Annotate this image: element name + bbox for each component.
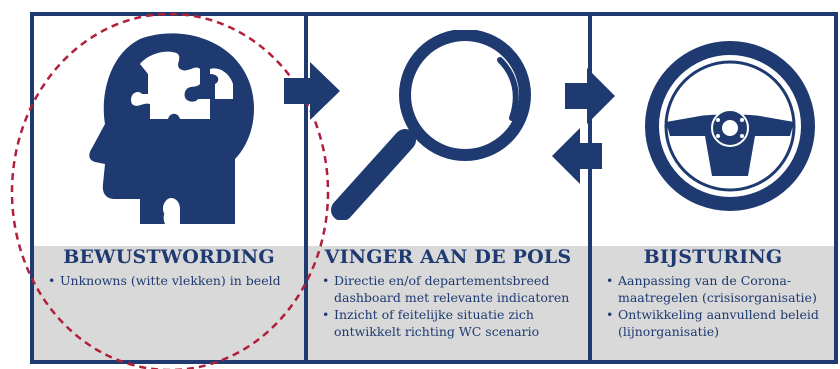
bullet-list-vinger-aan-de-pols: Directie en/of departementsbreed dashboa… [320, 272, 582, 340]
bullet-item: Directie en/of departementsbreed dashboa… [322, 272, 582, 306]
bullet-item: Inzicht of feitelijke situatie zich ontw… [322, 306, 582, 340]
panel-text-area [34, 246, 304, 360]
highlight-oval [10, 12, 330, 369]
bullet-list-bewustwording: Unknowns (witte vlekken) in beeld [46, 272, 296, 289]
bullet-item: Aanpassing van de Corona-maatregelen (cr… [606, 272, 830, 306]
panel-title-bewustwording: BEWUSTWORDING [63, 246, 275, 268]
arrow-left-icon [552, 128, 602, 184]
steering-wheel-icon [645, 41, 815, 211]
magnifier-icon [331, 30, 531, 220]
bullet-item: Unknowns (witte vlekken) in beeld [48, 272, 296, 289]
panel-title-bijsturing: BIJSTURING [643, 246, 783, 268]
head-puzzle-icon [89, 33, 255, 224]
panel-title-vinger-aan-de-pols: VINGER AAN DE POLS [324, 246, 572, 268]
bullet-list-bijsturing: Aanpassing van de Corona-maatregelen (cr… [604, 272, 830, 340]
bullet-item: Ontwikkeling aanvullend beleid (lijnorga… [606, 306, 830, 340]
arrow-right-icon [284, 62, 340, 120]
arrow-right-icon [565, 68, 615, 124]
